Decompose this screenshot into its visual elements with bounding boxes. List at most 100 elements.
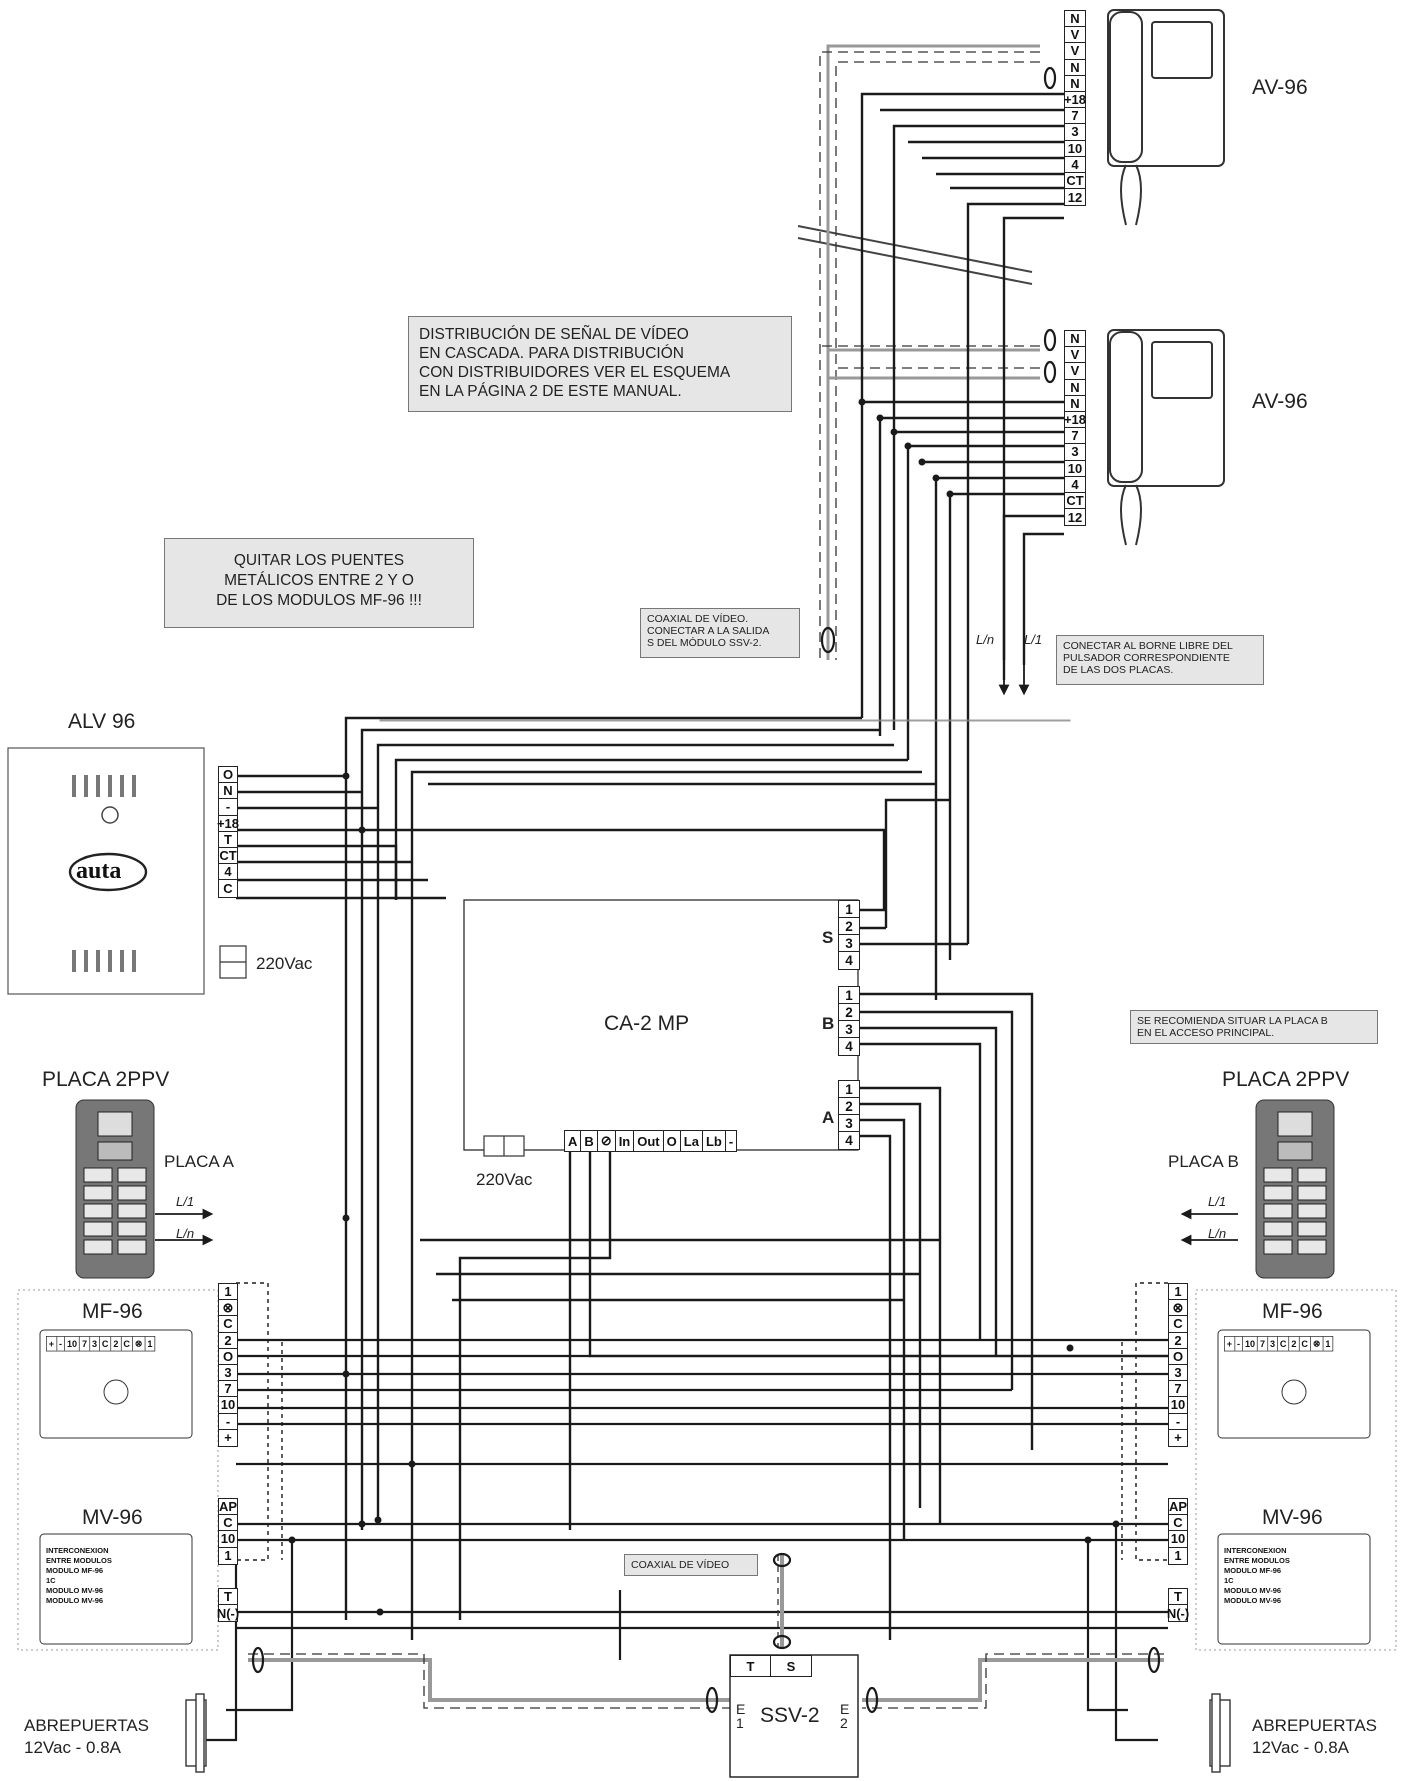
terminal: 10 <box>219 1397 237 1414</box>
note-remove-bridges: QUITAR LOS PUENTES METÁLICOS ENTRE 2 Y O… <box>164 538 474 628</box>
panel-a-title: PLACA 2PPV <box>42 1068 170 1091</box>
lock-left-label-1: ABREPUERTAS <box>24 1716 150 1735</box>
junction-dots-top <box>858 398 954 498</box>
terminal: +18 <box>1063 412 1087 429</box>
terminal: B <box>581 1131 598 1151</box>
junction-dots-bottom <box>288 772 1120 1616</box>
wire-label-ln: L/n <box>976 632 995 647</box>
left-modules-frame <box>17 1289 219 1651</box>
coax-rings <box>251 66 1161 1714</box>
board-caption: INTERCONEXION <box>1224 1546 1287 1555</box>
terminal: La <box>681 1131 703 1151</box>
terminal: 1 <box>224 1548 232 1564</box>
terminal: O <box>219 1349 237 1365</box>
terminal: 7 <box>1065 108 1085 125</box>
terminal: C <box>1169 1316 1187 1333</box>
splitter-label: SSV-2 <box>760 1704 820 1727</box>
call-arrows <box>155 660 1238 1246</box>
terminal: 3 <box>90 1336 100 1351</box>
mf-right-label: MF-96 <box>1262 1300 1323 1323</box>
splitter-e2: E 2 <box>840 1701 850 1731</box>
ca2mp-box <box>463 899 859 1151</box>
terminal: 10 <box>1169 1397 1187 1414</box>
board-caption: 1C <box>46 1576 56 1585</box>
terminal: V <box>1065 363 1085 380</box>
mv-left-board <box>39 1533 193 1645</box>
terminal: T <box>219 832 237 848</box>
terminal: A <box>565 1131 582 1151</box>
board-caption: INTERCONEXION <box>46 1546 109 1555</box>
terminal: 7 <box>80 1336 90 1351</box>
left-panel-dashed <box>236 1282 1168 1561</box>
right-modules-frame <box>1195 1289 1397 1651</box>
terminal: 3 <box>1065 444 1085 461</box>
mv-right-board <box>1217 1533 1371 1645</box>
board-caption: ENTRE MODULOS <box>46 1556 112 1565</box>
terminal: 1 <box>1169 1284 1187 1301</box>
terminal: 7 <box>1169 1381 1187 1398</box>
panel-a-icon <box>75 1099 155 1279</box>
terminal: Lb <box>703 1131 726 1151</box>
left-panel-wires <box>196 1338 1168 1742</box>
terminal: C <box>1278 1336 1290 1351</box>
terminal: CT <box>1065 492 1085 510</box>
terminal: C <box>121 1336 133 1351</box>
terminal: + <box>1225 1336 1235 1351</box>
terminal: AP <box>1168 1499 1188 1516</box>
terminal: C <box>219 1515 237 1532</box>
board-caption: 1C <box>1224 1576 1234 1585</box>
door-lock-right <box>1209 1693 1231 1773</box>
terminal: C <box>223 880 233 896</box>
terminal: CT <box>219 848 237 865</box>
board-caption: MODULO MV-96 <box>46 1596 104 1605</box>
terminal: Out <box>634 1131 664 1151</box>
port-a-letter: A <box>822 1108 835 1127</box>
terminal: N <box>1065 76 1085 92</box>
terminal: + <box>1174 1430 1182 1446</box>
panel-b-sub: PLACA B <box>1168 1152 1239 1171</box>
terminal: 4 <box>219 864 237 881</box>
terminal: O <box>219 767 237 784</box>
terminal: V <box>1065 347 1085 364</box>
terminal: S <box>786 1658 796 1674</box>
terminal: 4 <box>845 953 853 968</box>
panel-a-l1: L/1 <box>176 1194 195 1209</box>
terminal: 4 <box>1065 157 1085 173</box>
terminal: - <box>57 1336 65 1351</box>
terminal: N <box>1065 380 1085 396</box>
note-video-distribution: DISTRIBUCIÓN DE SEÑAL DE VÍDEO EN CASCAD… <box>408 316 792 412</box>
terminal: C <box>1169 1515 1187 1532</box>
terminal: 2 <box>219 1333 237 1349</box>
power-supply-icon <box>7 747 205 995</box>
terminal: C <box>100 1336 112 1351</box>
terminal: ⊗ <box>133 1336 146 1351</box>
splitter-e1: E 1 <box>736 1701 746 1731</box>
terminal: CT <box>1065 172 1085 190</box>
terminal: 2 <box>1289 1336 1300 1351</box>
board-caption: MODULO MV-96 <box>1224 1596 1282 1605</box>
monitor-2-wires <box>862 400 1064 1000</box>
terminal: - <box>219 799 237 816</box>
central-label: CA-2 MP <box>604 1012 690 1035</box>
terminal: 10 <box>1169 1531 1187 1548</box>
board-caption: MODULO MF-96 <box>1224 1566 1282 1575</box>
terminal: 1 <box>839 901 859 918</box>
mf-right-board <box>1217 1329 1371 1439</box>
terminal: 4 <box>1065 477 1085 493</box>
terminal: 3 <box>1065 124 1085 141</box>
monitor-1-label: AV-96 <box>1252 76 1308 99</box>
mv-left-label: MV-96 <box>82 1506 143 1529</box>
mf-left-board <box>39 1329 193 1439</box>
terminal: 3 <box>1169 1365 1187 1382</box>
terminal: 10 <box>1243 1336 1258 1351</box>
